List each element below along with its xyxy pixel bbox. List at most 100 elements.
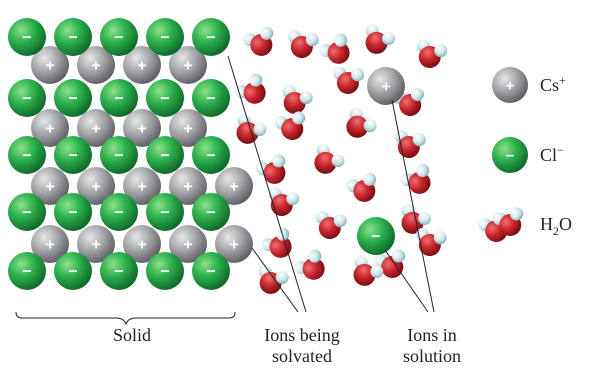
minus-sign: −: [22, 30, 31, 47]
cl-ion-r0-4: −: [192, 18, 230, 56]
cl-ion-r3-4: −: [192, 193, 230, 231]
cesium-sphere: [31, 46, 69, 84]
legend-item-cl: −Cl−: [492, 137, 564, 173]
cesium-sphere: [77, 167, 115, 205]
legend-label-superscript: −: [557, 143, 564, 157]
ions-being-solvated-label-line1: Ions being: [264, 325, 340, 345]
hydrogen-atom: [434, 44, 448, 58]
minus-sign: −: [22, 205, 31, 222]
plus-sign: +: [137, 121, 146, 138]
cs-ion-r3-0: +: [31, 225, 69, 263]
cl-ion-r1-0: −: [8, 79, 46, 117]
minus-sign: −: [160, 30, 169, 47]
cl-ion-in-solution: −: [357, 217, 395, 255]
hydrogen-atom: [351, 68, 365, 82]
chloride-sphere: [54, 252, 92, 290]
cesium-sphere: [169, 167, 207, 205]
chloride-sphere: [192, 193, 230, 231]
plus-sign: +: [183, 58, 192, 75]
minus-sign: −: [206, 264, 215, 281]
hydrogen-atom: [510, 207, 524, 221]
cs-ion-r1-2: +: [123, 109, 161, 147]
plus-sign: +: [183, 121, 192, 138]
minus-sign: −: [160, 264, 169, 281]
chloride-sphere: [146, 136, 184, 174]
minus-sign: −: [114, 205, 123, 222]
legend-cl-label: Cl−: [540, 143, 564, 165]
water-molecule-21: [374, 249, 406, 278]
hydrogen-atom: [382, 32, 396, 46]
cesium-sphere: [77, 46, 115, 84]
water-molecule-11: [346, 107, 377, 138]
oxygen-atom: [353, 263, 376, 286]
minus-sign: −: [22, 264, 31, 281]
cesium-sphere: [169, 46, 207, 84]
cl-ion-r2-2: −: [100, 136, 138, 174]
minus-sign: −: [206, 30, 215, 47]
plus-sign: +: [91, 179, 100, 196]
pointer-solvating-cs: [251, 247, 299, 313]
oxygen-atom: [314, 151, 337, 174]
water-molecule-13: [255, 154, 286, 184]
minus-sign: −: [22, 148, 31, 165]
cesium-sphere: [31, 109, 69, 147]
minus-sign: −: [206, 205, 215, 222]
water-molecule-0: [243, 26, 274, 56]
cs-ion-r2-1: +: [77, 167, 115, 205]
chloride-sphere: [100, 79, 138, 117]
water-molecule-9: [236, 114, 267, 144]
hydrogen-atom: [292, 111, 306, 125]
legend-label-base: H: [540, 214, 553, 234]
cesium-sphere: [77, 225, 115, 263]
chloride-sphere: [192, 136, 230, 174]
legend-item-water: H2O: [492, 207, 572, 238]
cs-ion-r3-2: +: [123, 225, 161, 263]
cl-ion-r3-1: −: [54, 193, 92, 231]
cesium-sphere: [215, 167, 253, 205]
chloride-sphere: [146, 193, 184, 231]
water-molecule-5: [235, 73, 266, 104]
chloride-sphere: [54, 136, 92, 174]
cl-ion-r2-4: −: [192, 136, 230, 174]
chloride-sphere: [8, 79, 46, 117]
plus-sign: +: [91, 121, 100, 138]
plus-sign: +: [137, 58, 146, 75]
water-molecule-23: [294, 249, 325, 280]
legend-label-base: Cl: [540, 145, 557, 165]
cl-ion-r4-2: −: [100, 252, 138, 290]
hydrogen-atom: [331, 154, 345, 168]
plus-sign: +: [91, 58, 100, 75]
cl-ion-r0-0: −: [8, 18, 46, 56]
cesium-sphere: [123, 167, 161, 205]
cl-ion-r4-4: −: [192, 252, 230, 290]
legend-label-subscript: 2: [553, 224, 559, 238]
minus-sign: −: [68, 30, 77, 47]
oxygen-atom: [408, 171, 431, 194]
oxygen-atom: [327, 41, 350, 64]
hydrogen-atom: [260, 26, 274, 40]
legend-water-label: H2O: [540, 214, 572, 238]
water-molecule-12: [395, 130, 426, 158]
cl-ion-r4-3: −: [146, 252, 184, 290]
minus-sign: −: [68, 148, 77, 165]
oxygen-atom: [263, 161, 286, 184]
chloride-sphere: [357, 217, 395, 255]
cs-ion-r2-3: +: [169, 167, 207, 205]
water-molecule-1: [288, 30, 319, 58]
hydrogen-atom: [370, 265, 384, 279]
solid-label: Solid: [113, 325, 151, 345]
cl-ion-r4-1: −: [54, 252, 92, 290]
minus-sign: −: [160, 91, 169, 108]
chloride-sphere: [8, 136, 46, 174]
water-molecule-10: [274, 111, 306, 140]
cl-ion-r3-2: −: [100, 193, 138, 231]
cl-ion-r2-3: −: [146, 136, 184, 174]
hydrogen-atom: [249, 73, 263, 87]
water-molecule-3: [365, 24, 396, 54]
hydrogen-atom: [286, 192, 300, 206]
water-molecule-4: [416, 39, 448, 68]
solid-lattice: ++++++++++++++++++−−−−−−−−−−−−−−−−−−−−−−…: [8, 18, 253, 290]
cs-ion-r1-0: +: [31, 109, 69, 147]
chloride-sphere: [54, 18, 92, 56]
